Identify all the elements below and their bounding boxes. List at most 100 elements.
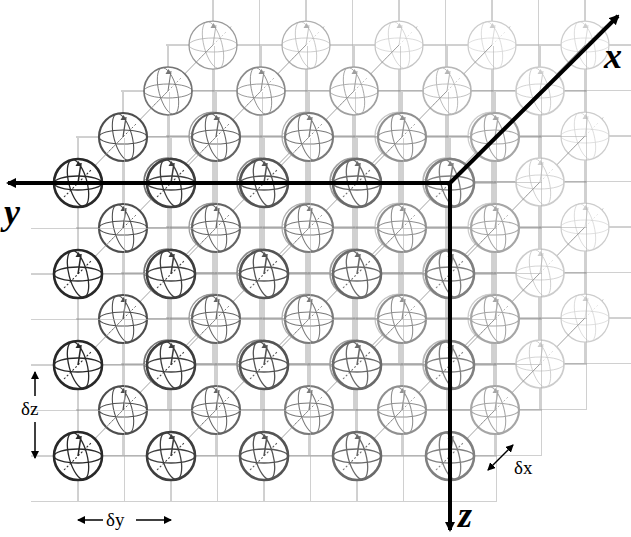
- spin-arrowhead: [583, 205, 589, 210]
- spin-arrowhead: [355, 343, 361, 348]
- spacing-label: δy: [106, 510, 124, 529]
- bloch-sphere: [147, 339, 195, 390]
- sphere-meridian: [156, 339, 186, 390]
- spin-arrowhead: [262, 343, 268, 348]
- spin-arrowhead: [76, 343, 82, 348]
- bloch-sphere: [54, 248, 102, 299]
- spin-arrowhead: [76, 434, 82, 439]
- spin-arrowhead: [211, 23, 217, 28]
- spin-arrowhead: [352, 69, 358, 74]
- spin-arrowhead: [76, 252, 82, 257]
- spin-arrowhead: [355, 161, 361, 166]
- axes: [8, 16, 618, 530]
- bloch-sphere: [333, 248, 381, 299]
- spin-arrowhead: [400, 115, 406, 120]
- spin-arrowhead: [121, 206, 127, 211]
- dimension-arrow: [488, 458, 500, 470]
- grid-line: [124, 138, 125, 501]
- spin-arrowhead: [583, 23, 589, 28]
- sphere-outline: [147, 250, 195, 298]
- x-axis: [450, 16, 618, 183]
- spin-arrowhead: [538, 160, 544, 165]
- spin-arrowhead: [400, 297, 406, 302]
- spin-arrowhead: [121, 297, 127, 302]
- bloch-sphere: [333, 339, 381, 390]
- grid-line: [496, 138, 497, 501]
- spin-arrowhead: [307, 297, 313, 302]
- spin-arrowhead: [121, 115, 127, 120]
- spin-arrowhead: [121, 388, 127, 393]
- spin-arrowhead: [262, 252, 268, 257]
- sphere-outline: [240, 250, 288, 298]
- spin-arrowhead: [214, 115, 220, 120]
- sphere-outline: [333, 341, 381, 389]
- dimension-arrow: [500, 445, 513, 458]
- sphere-meridian: [156, 248, 186, 299]
- spin-arrowhead: [307, 206, 313, 211]
- spin-arrowhead: [262, 161, 268, 166]
- spacing-label: δz: [21, 399, 38, 418]
- sphere-meridian: [156, 430, 186, 481]
- spin-arrowhead: [493, 388, 499, 393]
- spin-arrowhead: [76, 161, 82, 166]
- spin-arrowhead: [583, 296, 589, 301]
- spin-arrowhead: [262, 434, 268, 439]
- sphere-meridian: [342, 248, 372, 299]
- sphere-outline: [240, 432, 288, 480]
- spin-arrowhead: [538, 251, 544, 256]
- grid-line: [403, 138, 404, 501]
- dimension-arrows: [35, 372, 513, 520]
- dimension-arrow: [136, 519, 171, 521]
- bloch-sphere: [240, 248, 288, 299]
- spin-arrowhead: [490, 23, 496, 28]
- spin-arrowhead: [493, 206, 499, 211]
- spin-arrowhead: [214, 388, 220, 393]
- sphere-meridian: [342, 430, 372, 481]
- lattice: [31, 0, 631, 502]
- sphere-meridian: [249, 430, 279, 481]
- sphere-meridian: [63, 248, 93, 299]
- sphere-outline: [147, 341, 195, 389]
- spin-arrowhead: [169, 343, 175, 348]
- sphere-outline: [147, 432, 195, 480]
- spin-arrowhead: [214, 297, 220, 302]
- bloch-sphere: [54, 339, 102, 390]
- spin-arrowhead: [166, 69, 172, 74]
- spin-arrowhead: [307, 388, 313, 393]
- sphere-outline: [54, 432, 102, 480]
- axis-label: x: [604, 38, 622, 74]
- spacing-label: δx: [514, 458, 532, 477]
- spin-arrowhead: [355, 252, 361, 257]
- spin-arrowhead: [259, 69, 265, 74]
- spin-arrowhead: [445, 69, 451, 74]
- grid-line: [310, 138, 311, 501]
- grid-line: [541, 92, 542, 455]
- spin-arrowhead: [448, 161, 454, 166]
- spin-arrowhead: [169, 252, 175, 257]
- spin-arrowhead: [307, 115, 313, 120]
- bloch-sphere: [54, 430, 102, 481]
- spin-arrowhead: [304, 23, 310, 28]
- spin-arrowhead: [493, 297, 499, 302]
- sphere-outline: [54, 250, 102, 298]
- sphere-meridian: [63, 339, 93, 390]
- bloch-sphere: [147, 430, 195, 481]
- spin-arrowhead: [538, 69, 544, 74]
- dimension-arrow: [78, 519, 103, 521]
- spin-arrowhead: [355, 434, 361, 439]
- bloch-sphere: [240, 430, 288, 481]
- y-axis: [8, 181, 450, 185]
- grid-line: [31, 501, 497, 502]
- sphere-meridian: [249, 339, 279, 390]
- sphere-meridian: [249, 248, 279, 299]
- sphere-meridian: [63, 430, 93, 481]
- spin-arrowhead: [493, 115, 499, 120]
- sphere-meridian: [342, 339, 372, 390]
- bloch-sphere: [240, 339, 288, 390]
- grid-line: [586, 46, 587, 409]
- bloch-sphere: [147, 248, 195, 299]
- spin-arrowhead: [400, 206, 406, 211]
- spin-arrowhead: [169, 161, 175, 166]
